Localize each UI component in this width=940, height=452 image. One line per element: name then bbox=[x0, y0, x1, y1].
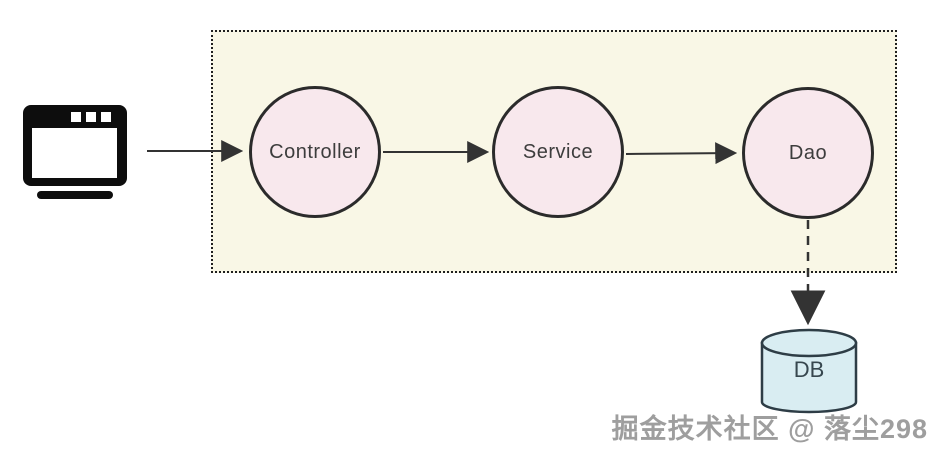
browser-titlebar-square-1 bbox=[71, 112, 81, 122]
node-service: Service bbox=[492, 86, 624, 218]
browser-viewport bbox=[32, 128, 117, 178]
node-controller-label: Controller bbox=[269, 140, 361, 163]
database-body bbox=[760, 341, 858, 414]
node-service-label: Service bbox=[522, 140, 594, 163]
node-dao: Dao bbox=[742, 87, 874, 219]
browser-window-icon bbox=[23, 105, 127, 199]
database-cylinder-icon bbox=[760, 328, 858, 414]
database-label: DB bbox=[793, 357, 825, 382]
database-top bbox=[760, 328, 858, 358]
node-controller: Controller bbox=[249, 86, 381, 218]
browser-titlebar-square-2 bbox=[86, 112, 96, 122]
node-dao-label: Dao bbox=[788, 141, 828, 164]
browser-stand-bar bbox=[37, 191, 113, 199]
browser-titlebar-square-3 bbox=[101, 112, 111, 122]
watermark-text: 掘金技术社区 @ 落尘298 bbox=[611, 414, 928, 444]
